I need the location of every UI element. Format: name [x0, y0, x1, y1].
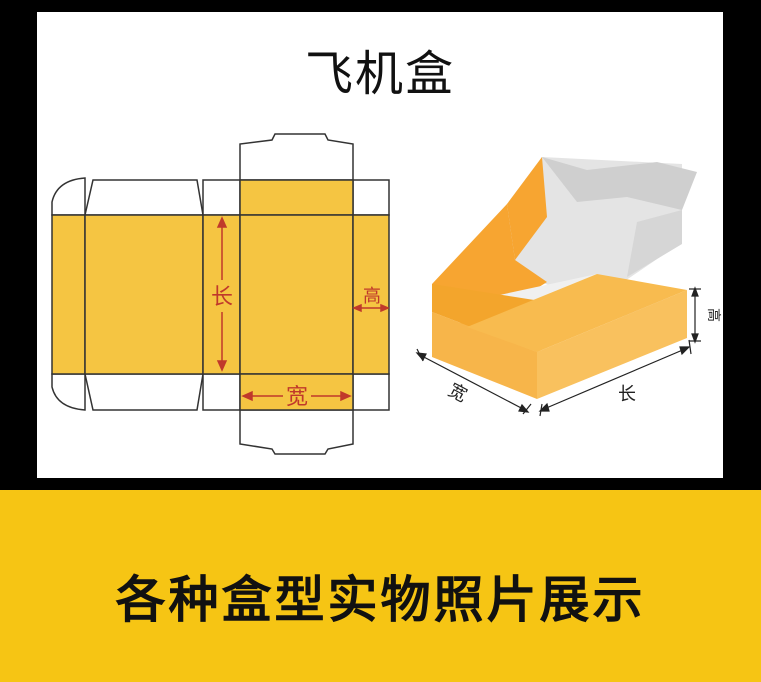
side-flap-bottom-mid	[202, 373, 241, 411]
panel-top-strip	[239, 179, 354, 216]
lid-top-flap	[542, 157, 697, 210]
side-flap-bottom-left	[84, 373, 204, 411]
dieline	[51, 133, 390, 455]
left-tab	[51, 177, 86, 216]
page-title: 飞机盒	[304, 46, 455, 102]
panel-bottom-strip	[239, 373, 354, 411]
tray-back-right	[467, 274, 687, 352]
left-right-arrow-icon	[241, 390, 352, 402]
height-arrow-icon	[352, 303, 390, 313]
side-flap-top-right	[352, 179, 390, 216]
box-diagram-svg: 长 宽 高	[51, 133, 722, 455]
panel-center	[239, 214, 354, 375]
side-flap-bottom-right	[352, 373, 390, 411]
panel-left-outer	[51, 214, 86, 375]
top-flap	[239, 133, 354, 181]
height-label-3d: 高	[705, 308, 722, 322]
promo-banner: 各种盒型实物照片展示	[0, 490, 761, 682]
length-label-3d: 长	[618, 384, 636, 405]
side-flap-top-left	[84, 179, 204, 216]
banner-text: 各种盒型实物照片展示	[115, 571, 646, 629]
panel-left-main	[84, 214, 204, 375]
lid-orange-left	[507, 157, 547, 260]
tray-front	[432, 312, 537, 399]
dimension-lines-3d	[415, 286, 701, 417]
left-tab-bottom	[51, 373, 86, 411]
diagram-panel: 飞机盒	[37, 12, 723, 478]
length-label-flat: 长	[211, 285, 233, 310]
width-label-3d: 宽	[445, 380, 471, 407]
height-label-flat: 高	[363, 286, 381, 307]
side-flap-top-mid	[202, 179, 241, 216]
width-label-flat: 宽	[286, 385, 308, 410]
up-down-arrow-icon	[216, 216, 228, 372]
lid-right-flap	[627, 210, 682, 277]
tray-right	[537, 290, 687, 399]
panel-right-side	[352, 214, 390, 375]
box-3d	[432, 157, 697, 399]
bottom-flap	[239, 409, 354, 455]
